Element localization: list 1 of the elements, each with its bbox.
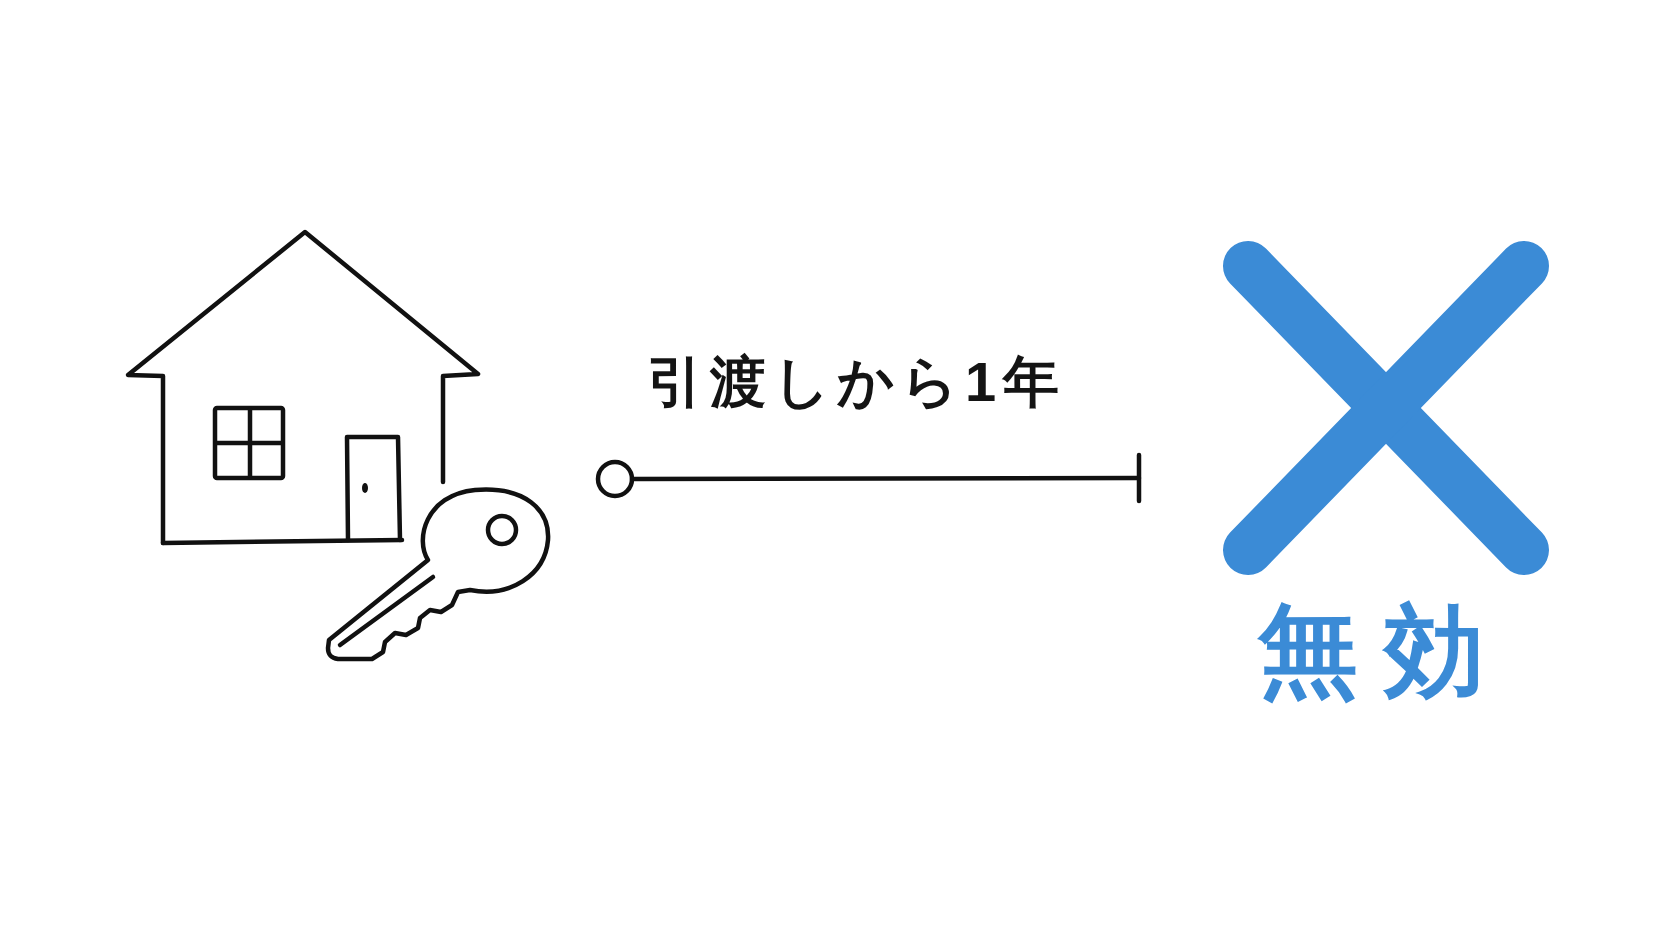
duration-label: 引渡しから1年 (647, 354, 1067, 410)
